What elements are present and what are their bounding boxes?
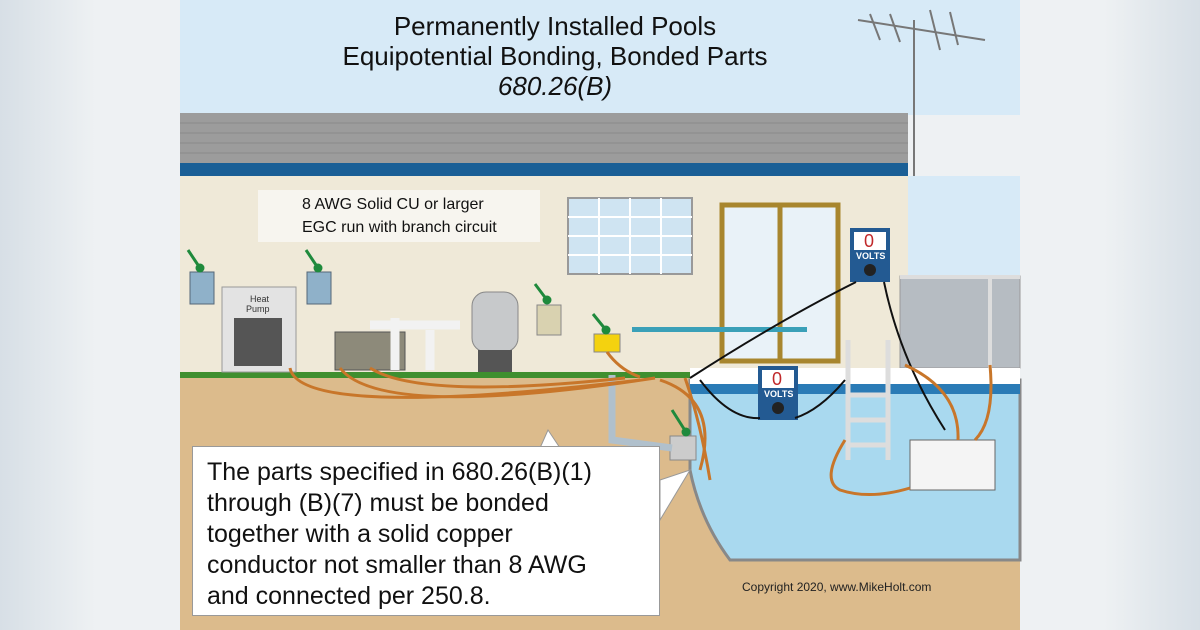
svg-text:0: 0 [864,231,874,251]
svg-text:VOLTS: VOLTS [764,389,793,399]
piping [370,318,460,370]
legend: 8 AWG Solid CU or larger EGC run with br… [258,190,540,242]
test-leads [689,281,946,431]
filter-tank [471,291,519,353]
svg-text:Pump: Pump [246,304,270,314]
pool-light-niche [669,435,697,461]
disconnect-box [306,271,332,305]
svg-text:VOLTS: VOLTS [856,251,885,261]
roof [180,113,908,163]
callout-line: through (B)(7) must be bonded [207,489,549,517]
legend-bonding-label: 8 AWG Solid CU or larger [302,196,484,213]
voltmeter: 0 VOLTS [850,228,890,282]
pool-coping [690,368,1020,384]
grass [180,372,690,378]
svg-text:0: 0 [772,369,782,389]
callout-line: together with a solid copper [207,520,513,548]
pool-water [688,378,1022,562]
controller-box [536,304,562,336]
callout-box: The parts specified in 680.26(B)(1) thro… [192,446,660,616]
disconnect-box [189,271,215,305]
egc-arrows [186,249,691,437]
pool-ladder [845,340,891,460]
chlorinator [593,333,621,353]
title-line-1: Permanently Installed Pools [393,11,717,41]
chain-link-fence [899,275,1021,369]
svg-text:Heat: Heat [250,294,270,304]
callout-line: The parts specified in 680.26(B)(1) [207,458,592,486]
voltmeter: 0 VOLTS [758,366,798,420]
title-line-2: Equipotential Bonding, Bonded Parts [342,41,768,71]
rebar-grid [909,439,996,491]
title-code-reference: 680.26(B) [497,71,613,101]
callout-line: conductor not smaller than 8 AWG [207,551,587,579]
copyright: Copyright 2020, www.MikeHolt.com [742,580,932,594]
bonding-conductors [288,351,993,497]
callout-line: and connected per 250.8. [207,582,491,610]
diving-board [632,327,807,332]
legend-egc-label: EGC run with branch circuit [302,219,497,236]
sky [180,0,1020,115]
fascia [180,163,908,176]
